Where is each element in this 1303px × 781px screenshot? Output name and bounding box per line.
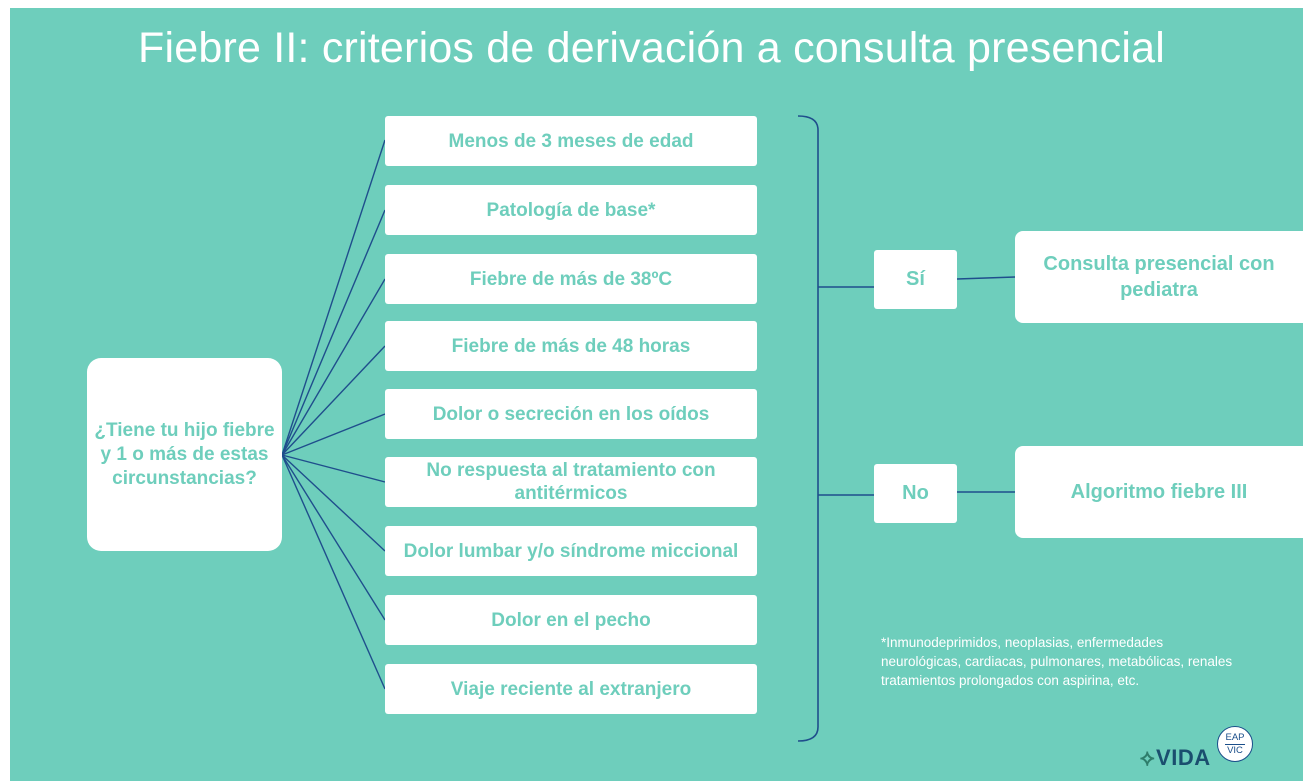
page-title: Fiebre II: criterios de derivación a con… xyxy=(138,24,1165,72)
eap-logo-top: EAP xyxy=(1225,731,1245,743)
footnote: *Inmunodeprimidos, neoplasias, enfermeda… xyxy=(881,635,1233,688)
criterion-box-1: Menos de 3 meses de edad xyxy=(385,116,757,166)
vida-logo-text: VIDA xyxy=(1156,745,1211,770)
criterion-box-6: No respuesta al tratamiento con antitérm… xyxy=(385,457,757,507)
criterion-box-3: Fiebre de más de 38ºC xyxy=(385,254,757,304)
answer-yes-box: Sí xyxy=(874,250,957,309)
answer-no-box: No xyxy=(874,464,957,523)
criterion-box-8: Dolor en el pecho xyxy=(385,595,757,645)
result-algoritmo-box: Algoritmo fiebre III xyxy=(1015,446,1303,538)
eap-vic-logo: EAP VIC xyxy=(1217,726,1253,762)
result-consulta-box: Consulta presencial con pediatra xyxy=(1015,231,1303,323)
question-box: ¿Tiene tu hijo fiebre y 1 o más de estas… xyxy=(87,358,282,551)
criterion-box-2: Patología de base* xyxy=(385,185,757,235)
criterion-box-4: Fiebre de más de 48 horas xyxy=(385,321,757,371)
eap-logo-divider xyxy=(1225,743,1245,745)
criterion-box-5: Dolor o secreción en los oídos xyxy=(385,389,757,439)
vida-logo: ⟡ VIDA xyxy=(1140,745,1211,771)
criterion-box-7: Dolor lumbar y/o síndrome miccional xyxy=(385,526,757,576)
criterion-box-9: Viaje reciente al extranjero xyxy=(385,664,757,714)
eap-logo-bottom: VIC xyxy=(1227,744,1243,756)
vida-logo-mark-icon: ⟡ xyxy=(1140,745,1156,770)
